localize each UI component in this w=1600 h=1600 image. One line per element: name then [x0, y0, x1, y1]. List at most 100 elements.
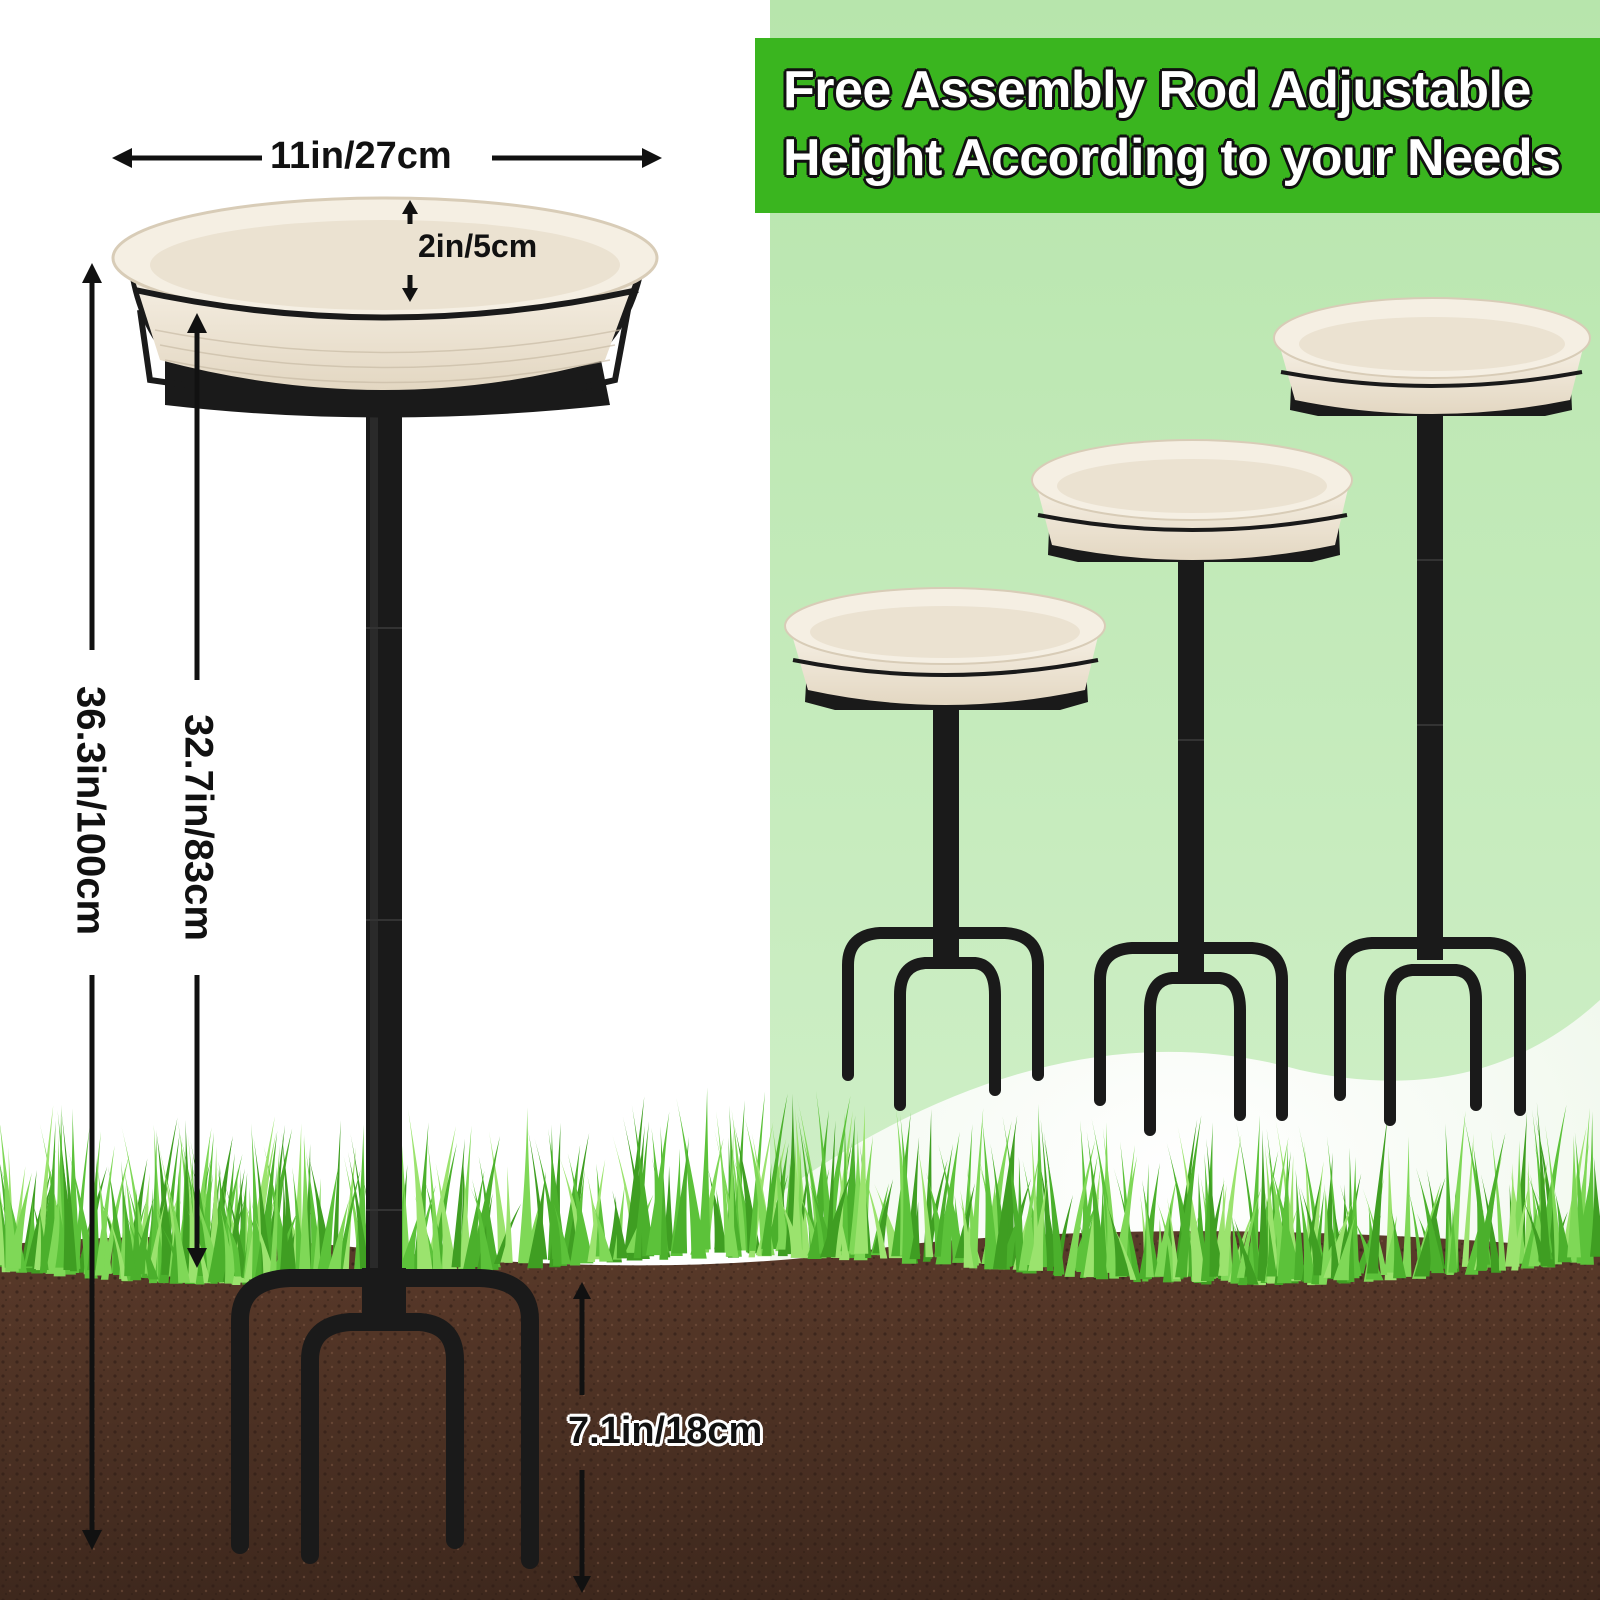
grass-blade	[233, 1172, 248, 1277]
grass-blade	[527, 1171, 546, 1269]
grass-blade	[5, 1172, 32, 1269]
grass-blade	[992, 1115, 1018, 1269]
grass-blade	[1545, 1124, 1563, 1265]
grass-blade	[314, 1164, 339, 1283]
grass-blade	[1266, 1220, 1278, 1277]
grass-blade	[1064, 1205, 1080, 1277]
grass-blade	[790, 1137, 803, 1258]
grass-blade	[1043, 1131, 1063, 1277]
banner-line-1: Free Assembly Rod Adjustable	[783, 61, 1531, 119]
grass-blade	[841, 1113, 849, 1256]
grass-blade	[435, 1162, 459, 1276]
grass-blade	[1512, 1111, 1528, 1265]
grass-blade	[646, 1111, 670, 1256]
grass-blade	[725, 1130, 735, 1257]
grass-blade	[1589, 1156, 1600, 1257]
grass-blade	[269, 1144, 280, 1285]
grass-blade	[478, 1156, 499, 1270]
grass-blade	[1109, 1220, 1137, 1280]
grass-blade	[1083, 1166, 1101, 1278]
grass-blade	[1511, 1181, 1530, 1271]
grass-blade	[281, 1132, 298, 1286]
grass-blade	[1000, 1124, 1016, 1265]
grass-blade	[1177, 1126, 1207, 1283]
grass-blade	[587, 1159, 606, 1262]
grass-blade	[34, 1105, 54, 1269]
grass-blade	[279, 1175, 292, 1285]
grass-blade	[1300, 1187, 1327, 1276]
grass-blade	[407, 1108, 433, 1272]
grass-blade	[156, 1129, 177, 1275]
grass-blade	[716, 1111, 732, 1253]
grass-blade	[427, 1140, 443, 1278]
grass-blade	[1505, 1163, 1520, 1267]
grass-blade	[1247, 1115, 1261, 1279]
width-label: 11in/27cm	[270, 135, 452, 177]
grass-blade	[119, 1185, 126, 1280]
grass-blade	[534, 1137, 562, 1260]
grass-blade	[1166, 1197, 1180, 1280]
grass-blade	[870, 1183, 889, 1256]
grass-blade	[223, 1179, 249, 1278]
grass-blade	[1297, 1183, 1316, 1283]
grass-blade	[1294, 1169, 1306, 1281]
grass-blade	[1472, 1141, 1491, 1265]
feature-banner: Free Assembly Rod Adjustable Height Acco…	[755, 38, 1600, 213]
rod-height-label: 32.7in/83cm	[176, 714, 221, 941]
grass-blade	[1230, 1220, 1259, 1285]
grass-blade	[1107, 1205, 1131, 1277]
grass-blade	[1276, 1143, 1292, 1284]
grass-blade	[917, 1147, 934, 1258]
main-bowl	[111, 196, 659, 418]
grass-blade	[163, 1166, 191, 1283]
grass-blade	[451, 1138, 465, 1268]
grass-blade	[1264, 1143, 1281, 1284]
grass-blade	[1586, 1111, 1595, 1256]
grass-blade	[671, 1136, 689, 1254]
grass-blade	[1175, 1115, 1202, 1278]
tall-stand	[1273, 297, 1591, 1126]
grass-blade	[147, 1201, 166, 1276]
grass-blade	[1333, 1215, 1356, 1281]
grass-blade	[1154, 1175, 1178, 1277]
grass-blade	[1144, 1190, 1154, 1278]
grass-blade	[471, 1179, 494, 1274]
grass-blade	[698, 1087, 711, 1250]
grass-blade	[0, 1124, 19, 1272]
grass-blade	[1323, 1201, 1353, 1278]
grass-blade	[103, 1203, 128, 1281]
grass-blade	[553, 1202, 571, 1265]
grass-blade	[934, 1143, 954, 1257]
grass-blade	[761, 1162, 772, 1256]
grass-blade	[1173, 1119, 1198, 1280]
grass-blade	[909, 1201, 921, 1260]
grass-blade	[1257, 1129, 1270, 1281]
grass-blade	[1218, 1134, 1242, 1276]
grass-blade	[633, 1121, 650, 1259]
main-stand	[231, 390, 539, 1569]
grass-blade	[1040, 1119, 1054, 1271]
grass-blade	[612, 1190, 628, 1259]
grass-blade	[253, 1137, 274, 1284]
grass-blade	[1319, 1152, 1334, 1279]
grass-blade	[131, 1197, 154, 1275]
short-stand	[784, 587, 1106, 1111]
grass-blade	[767, 1142, 789, 1250]
grass-blade	[1447, 1110, 1466, 1269]
grass-blade	[840, 1115, 856, 1252]
grass-blade	[982, 1118, 1000, 1270]
grass-blade	[861, 1166, 888, 1259]
stake-depth-label: 7.1in/18cm	[568, 1410, 763, 1452]
grass-blade	[966, 1167, 980, 1266]
grass-blade	[1461, 1133, 1474, 1267]
grass-blade	[1490, 1130, 1507, 1271]
grass-blade	[1383, 1215, 1397, 1273]
grass-blade	[517, 1107, 534, 1264]
grass-blade	[854, 1105, 869, 1254]
grass-blade	[960, 1189, 974, 1268]
mid-stand	[1031, 439, 1353, 1136]
grass-blade	[1236, 1187, 1262, 1278]
grass-blade	[1415, 1167, 1445, 1274]
grass-blade	[1366, 1114, 1388, 1274]
